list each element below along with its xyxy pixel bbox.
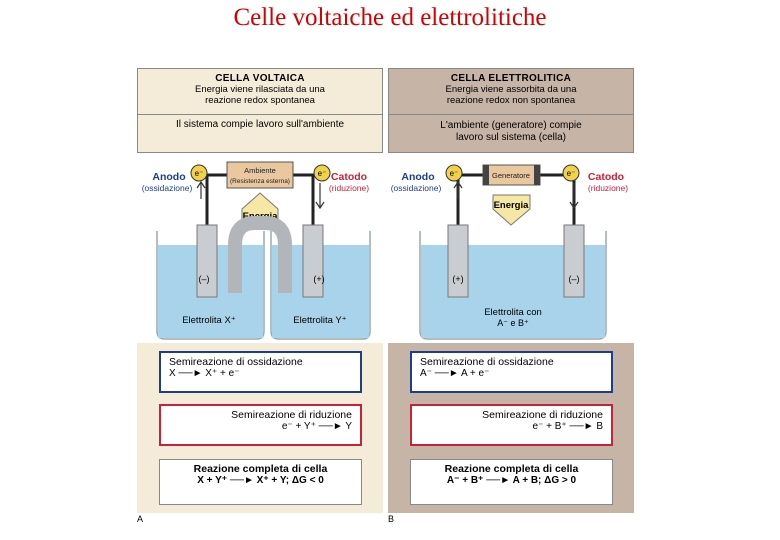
electron-left-icon [445,164,463,182]
cathode-sub-label: (riduzione) [588,183,628,193]
voltaic-system-text: Il sistema compie lavoro sull'ambiente [175,119,345,130]
electron-right-label: e⁻ [318,169,327,178]
page-title: Celle voltaiche ed elettrolitiche [233,4,547,31]
energy-arrow-icon [492,194,531,226]
electron-right-icon [562,164,580,182]
electrolytic-cell-panel: CELLA ELETTROLITICA Energia viene assorb… [388,68,634,513]
electrolyte-left-label: Elettrolita X⁺ [182,315,236,326]
electrolytic-system-note: L'ambiente (generatore) compie lavoro su… [388,115,634,153]
voltaic-oxidation-box: Semireazione di ossidazione X ──► X⁺ + e… [159,351,362,393]
electrolytic-ox-title: Semireazione di ossidazione [420,356,554,368]
voltaic-full-box: Reazione completa di cella X + Y⁺ ──► X⁺… [159,459,362,505]
anode-label: Anodo [152,171,185,183]
voltaic-ox-eq: X ──► X⁺ + e⁻ [169,368,240,379]
voltaic-full-title: Reazione completa di cella [193,463,328,475]
panel-letter-b: B [388,514,395,524]
cathode-sub-label: (riduzione) [329,183,369,193]
electrolytic-desc-2: reazione redox non spontanea [446,95,576,106]
anode-sub-label: (ossidazione) [142,183,193,193]
cathode-label: Catodo [331,171,367,183]
electrolytic-full-title: Reazione completa di cella [444,463,579,475]
electrolytic-cell-diagram: Generatore e⁻ e⁻ Anodo (ossidazione) Cat… [388,153,634,343]
electrolytic-header: CELLA ELETTROLITICA Energia viene assorb… [388,68,634,115]
voltaic-ox-title: Semireazione di ossidazione [169,356,303,368]
cathode-electrode [563,224,585,298]
electrolytic-red-title: Semireazione di riduzione [482,409,603,421]
anode-charge: (+) [452,274,463,284]
electrolyte-right-label: Elettrolita Y⁺ [293,315,346,326]
cathode-charge: (+) [313,274,324,284]
voltaic-desc-1: Energia viene rilasciata da una [195,84,325,95]
electrolytic-equations: Semireazione di ossidazione A⁻ ──► A + e… [388,343,634,513]
voltaic-desc-2: reazione redox spontanea [205,95,315,106]
anode-wire [205,173,227,225]
electron-right-icon [313,164,331,182]
electrolytic-reduction-box: Semireazione di riduzione e⁻ + B⁺ ──► B [410,404,613,446]
energy-label: Energia [494,200,530,211]
external-resistance-box [226,161,294,189]
electrolytic-system-text-2: lavoro sul sistema (cella) [455,132,567,143]
electrolytic-oxidation-box: Semireazione di ossidazione A⁻ ──► A + e… [410,351,613,393]
electrolytic-full-box: Reazione completa di cella A⁻ + B⁺ ──► A… [410,459,613,505]
panel-letter-a: A [137,514,144,524]
anode-label: Anodo [401,171,434,183]
electron-left-icon [190,164,208,182]
electrolytic-red-eq: e⁻ + B⁺ ──► B [532,421,603,432]
voltaic-heading: CELLA VOLTAICA [215,73,305,84]
voltaic-reduction-box: Semireazione di riduzione e⁻ + Y⁺ ──► Y [159,404,362,446]
electrolyte-label-2: A⁻ e B⁺ [497,318,529,328]
device-title: Ambiente [244,166,276,175]
cathode-charge: (–) [569,274,580,284]
voltaic-red-eq: e⁻ + Y⁺ ──► Y [281,421,352,432]
anode-sub-label: (ossidazione) [391,183,442,193]
voltaic-equations: Semireazione di ossidazione X ──► X⁺ + e… [137,343,383,513]
voltaic-cell-diagram: Ambiente (Resistenza esterna) e⁻ e⁻ Anod… [137,153,383,343]
electrolytic-system-text-1: L'ambiente (generatore) compie [440,120,582,131]
electrolytic-ox-eq: A⁻ ──► A + e⁻ [420,368,490,379]
voltaic-red-title: Semireazione di riduzione [231,409,352,421]
anode-wire [456,173,483,225]
anode-charge: (–) [199,274,210,284]
anode-electrode [196,224,218,298]
electron-left-label: e⁻ [450,169,459,178]
cathode-label: Catodo [588,171,624,183]
electrolytic-full-eq: A⁻ + B⁺ ──► A + B; ΔG > 0 [446,475,577,486]
cathode-wire [540,173,576,225]
electron-right-label: e⁻ [567,169,576,178]
voltaic-system-note: Il sistema compie lavoro sull'ambiente [137,115,383,153]
voltaic-full-eq: X + Y⁺ ──► X⁺ + Y; ΔG < 0 [197,475,324,486]
electrolyte-label-1: Elettrolita con [484,307,542,318]
left-beaker [156,231,265,340]
cathode-electrode [302,224,324,298]
salt-bridge [228,216,292,293]
generator-title: Generatore [492,171,530,180]
voltaic-header: CELLA VOLTAICA Energia viene rilasciata … [137,68,383,115]
electron-left-label: e⁻ [195,169,204,178]
electrolytic-cell-svg: Generatore e⁻ e⁻ Anodo (ossidazione) Cat… [391,164,628,340]
electrolytic-desc-1: Energia viene assorbita da una [445,84,577,95]
electrolytic-heading: CELLA ELETTROLITICA [450,73,572,84]
anode-electrode [447,224,469,298]
beaker [419,231,607,340]
right-beaker [270,231,371,340]
device-sub: (Resistenza esterna) [230,178,290,185]
voltaic-cell-panel: CELLA VOLTAICA Energia viene rilasciata … [137,68,383,513]
cathode-wire [293,173,315,225]
voltaic-cell-svg: Ambiente (Resistenza esterna) e⁻ e⁻ Anod… [142,161,371,340]
